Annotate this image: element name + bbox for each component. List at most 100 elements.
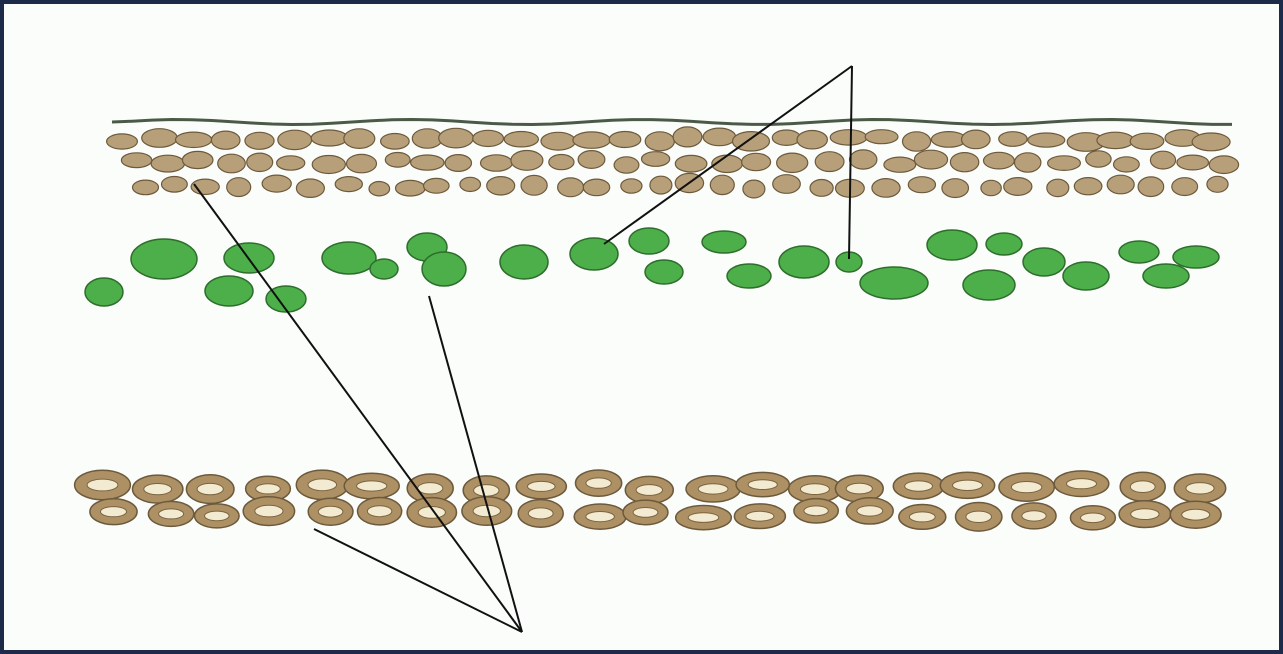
algal-cell: [629, 228, 669, 254]
lower-cortex-cell-lumen: [197, 483, 223, 494]
cortex-cell: [908, 177, 935, 193]
cortex-cell: [1074, 178, 1102, 195]
cortex-cell: [369, 182, 390, 196]
cortex-cell: [445, 155, 471, 172]
algal-cell: [570, 238, 618, 270]
lower-cortex-cell-lumen: [800, 484, 829, 495]
lower-cortex-cell-lumen: [857, 506, 883, 516]
cortex-cell: [439, 128, 474, 148]
algal-cell: [322, 242, 376, 274]
cortex-cell: [1150, 151, 1175, 169]
lower-cortex-cell-lumen: [1130, 481, 1155, 493]
cortex-cell: [1172, 178, 1198, 196]
cortex-cell: [950, 153, 978, 172]
cortex-cell: [650, 176, 672, 194]
lower-cortex-cell-lumen: [586, 478, 611, 488]
lower-cortex-cell-lumen: [746, 511, 774, 521]
lower-cortex-cell-lumen: [528, 481, 556, 491]
lower-cortex-cell-lumen: [586, 511, 615, 521]
cortex-cell: [107, 134, 138, 149]
cortex-cell: [942, 179, 969, 198]
cortex-cell: [311, 130, 347, 146]
diagram-background: [4, 4, 1279, 650]
cortex-cell: [1028, 133, 1065, 147]
cortex-cell: [772, 130, 800, 145]
cortex-cell: [176, 132, 212, 147]
cortex-cell: [1138, 177, 1164, 197]
cortex-cell: [642, 152, 670, 167]
cortex-cell: [872, 179, 900, 198]
cortex-cell: [621, 179, 642, 193]
lower-cortex-cell-lumen: [357, 481, 387, 491]
cortex-cell: [777, 153, 808, 172]
lower-cortex-cell-lumen: [474, 485, 499, 497]
cortex-cell: [1130, 133, 1164, 149]
algal-cell: [702, 231, 746, 253]
lower-cortex-cell-lumen: [1067, 479, 1097, 489]
cortex-cell: [218, 154, 246, 173]
lower-cortex-cell-lumen: [748, 480, 777, 490]
algal-cell: [500, 245, 548, 279]
cortex-cell: [1048, 156, 1081, 171]
cortex-cell: [335, 177, 362, 192]
lower-cortex-cell-lumen: [418, 483, 443, 494]
cortex-cell: [121, 153, 151, 168]
cortex-cell: [558, 178, 584, 197]
cortex-cell: [262, 175, 291, 192]
lower-cortex-cell-lumen: [87, 479, 118, 491]
lower-cortex-cell-lumen: [205, 511, 230, 521]
algal-cell: [860, 267, 928, 299]
algal-cell: [779, 246, 829, 278]
cortex-cell: [396, 180, 426, 196]
cortex-cell: [1114, 157, 1140, 172]
cortex-cell: [182, 151, 213, 168]
cortex-cell: [1004, 178, 1032, 196]
cortex-cell: [541, 132, 575, 150]
cortex-cell: [1015, 153, 1041, 172]
cortex-cell: [614, 157, 639, 173]
cortex-cell: [743, 180, 765, 198]
lower-cortex-cell-lumen: [688, 513, 719, 523]
lower-cortex-cell-lumen: [255, 505, 283, 517]
lower-cortex-cell-lumen: [909, 512, 935, 522]
cortex-cell: [247, 153, 273, 171]
cortex-cell: [981, 180, 1001, 195]
cortex-cell: [675, 155, 707, 172]
cortex-cell: [296, 179, 324, 197]
algal-cell: [963, 270, 1015, 300]
cortex-cell: [609, 132, 641, 148]
algal-cell: [85, 278, 123, 306]
lower-cortex-cell-lumen: [1186, 483, 1214, 494]
lower-cortex-cell-lumen: [846, 483, 872, 494]
cortex-cell: [381, 134, 410, 150]
algal-cell: [645, 260, 683, 284]
cortex-cell: [549, 155, 574, 170]
cortex-cell: [703, 128, 736, 146]
cortex-cell: [1107, 175, 1134, 194]
lower-cortex-cell-lumen: [1081, 513, 1106, 523]
algal-cell: [727, 264, 771, 288]
algal-cell: [1143, 264, 1189, 288]
lower-cortex-cell-lumen: [804, 506, 828, 516]
cortex-cell: [511, 151, 543, 171]
algal-cell: [370, 259, 398, 279]
cortex-cell: [424, 178, 450, 193]
cortex-cell: [277, 156, 305, 170]
cortex-cell: [412, 129, 442, 148]
cortex-cell: [211, 131, 240, 149]
cortex-cell: [573, 132, 610, 148]
lower-cortex-cell-lumen: [698, 484, 728, 494]
lower-cortex-cell-lumen: [159, 509, 184, 519]
cortex-cell: [344, 129, 375, 149]
cortex-cell: [815, 152, 844, 172]
lichen-cross-section-diagram: [4, 4, 1279, 650]
lower-cortex-cell-lumen: [1022, 511, 1046, 521]
algal-cell: [205, 276, 253, 306]
cortex-cell: [142, 129, 178, 148]
lower-cortex-cell-lumen: [367, 506, 391, 517]
algal-cell: [1173, 246, 1219, 268]
cortex-cell: [903, 132, 931, 151]
lower-cortex-cell-lumen: [318, 506, 343, 517]
lower-cortex-cell-lumen: [633, 508, 658, 518]
